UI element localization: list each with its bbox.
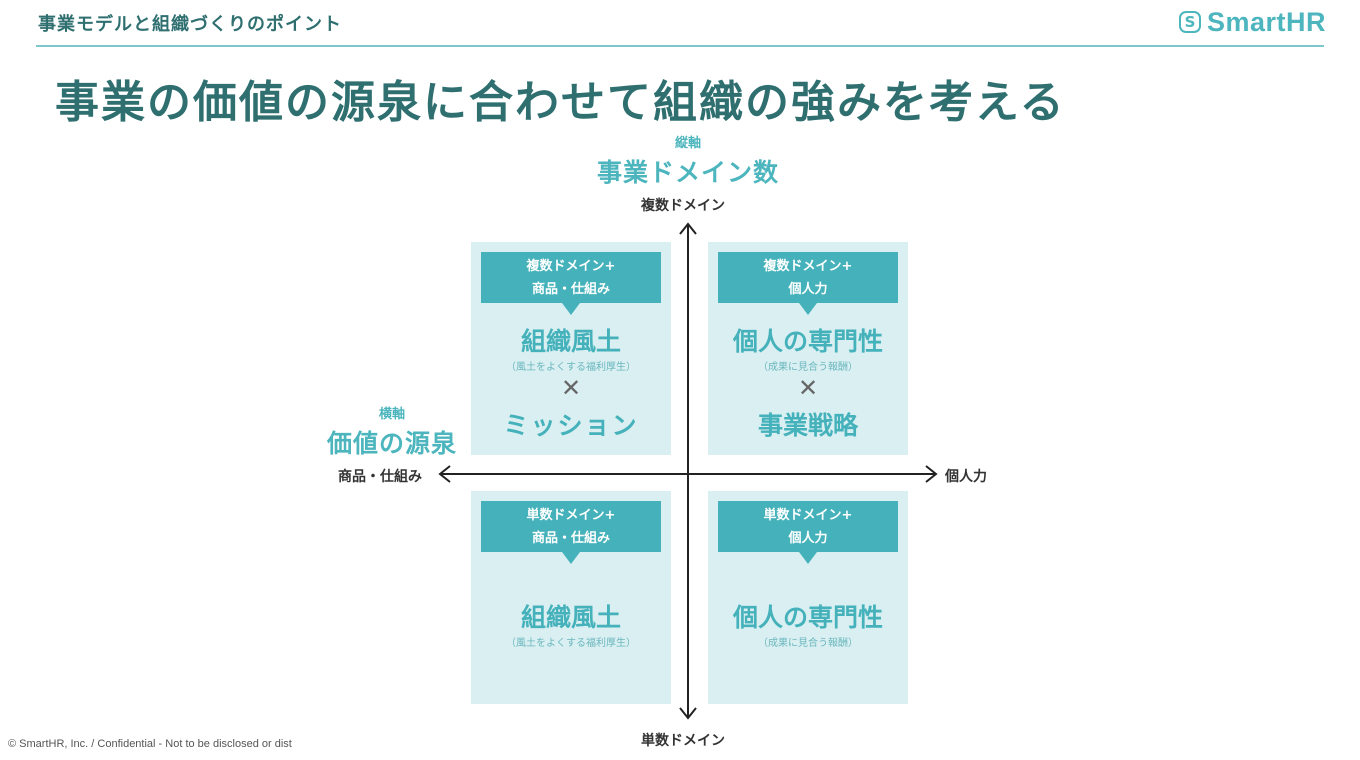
section-title: 事業モデルと組織づくりのポイント — [38, 14, 342, 35]
quadrant-second-text: 事業戦略 — [757, 411, 858, 440]
horizontal-axis-caption-small: 横軸 — [378, 407, 405, 422]
header-divider — [36, 45, 1324, 47]
down-arrow-icon — [562, 552, 580, 564]
down-arrow-icon — [799, 552, 817, 564]
quadrant-sub-text: （成果に見合う報酬） — [758, 638, 858, 649]
axis-bottom-label: 単数ドメイン — [641, 733, 725, 749]
axis-right-label: 個人力 — [945, 469, 987, 485]
quadrant-sub-text: （成果に見合う報酬） — [758, 362, 858, 373]
quadrant-bottom-right: 単数ドメイン+ 個人力 個人の専門性 （成果に見合う報酬） — [708, 491, 908, 704]
vertical-axis-bottom-arrowhead-icon — [679, 707, 697, 720]
horizontal-axis-caption-main: 価値の源泉 — [326, 429, 457, 458]
quadrant-sub-text: （風土をよくする福利厚生） — [506, 638, 636, 649]
vertical-axis-caption: 縦軸 事業ドメイン数 — [588, 132, 788, 189]
axis-left-label: 商品・仕組み — [338, 469, 422, 485]
logo-mark-icon: S — [1178, 11, 1201, 33]
quadrant-header: 複数ドメイン+ 商品・仕組み — [481, 252, 661, 303]
quadrant-header-line1: 単数ドメイン+ — [526, 507, 616, 523]
times-icon: ✕ — [560, 374, 582, 402]
quadrant-header-line2: 個人力 — [788, 530, 828, 546]
logo-text: SmartHR — [1206, 6, 1326, 37]
quadrant-header-line2: 商品・仕組み — [531, 530, 610, 546]
slide-title: 事業の価値の源泉に合わせて組織の強みを考える — [55, 77, 1066, 128]
horizontal-axis-left-arrowhead-icon — [438, 465, 451, 483]
quadrant-header-line2: 個人力 — [788, 281, 828, 297]
quadrant-second-text: ミッション — [503, 411, 639, 440]
down-arrow-icon — [562, 303, 580, 315]
quadrant-header-line1: 複数ドメイン+ — [763, 258, 853, 274]
quadrant-header-line2: 商品・仕組み — [531, 281, 610, 297]
quadrant-header: 単数ドメイン+ 個人力 — [718, 501, 898, 552]
quadrant-main-text: 個人の専門性 — [732, 603, 883, 632]
vertical-axis-caption-small: 縦軸 — [674, 136, 701, 151]
quadrant-main-text: 組織風土 — [520, 327, 621, 356]
quadrant-header-line1: 単数ドメイン+ — [763, 507, 853, 523]
horizontal-axis-caption: 横軸 価値の源泉 — [312, 403, 472, 460]
vertical-axis-top-arrowhead-icon — [679, 222, 697, 235]
axis-top-label: 複数ドメイン — [641, 198, 725, 214]
vertical-axis-caption-main: 事業ドメイン数 — [596, 158, 779, 187]
quadrant-main-text: 組織風土 — [520, 603, 621, 632]
quadrant-sub-text: （風土をよくする福利厚生） — [506, 362, 636, 373]
quadrant-main-text: 個人の専門性 — [732, 327, 883, 356]
quadrant-header-line1: 複数ドメイン+ — [526, 258, 616, 274]
down-arrow-icon — [799, 303, 817, 315]
quadrant-top-left: 複数ドメイン+ 商品・仕組み 組織風土 （風土をよくする福利厚生） ✕ ミッショ… — [471, 242, 671, 455]
quadrant-top-right: 複数ドメイン+ 個人力 個人の専門性 （成果に見合う報酬） ✕ 事業戦略 — [708, 242, 908, 455]
footer-copyright: © SmartHR, Inc. / Confidential - Not to … — [8, 738, 292, 750]
horizontal-axis-right-arrowhead-icon — [925, 465, 938, 483]
quadrant-header: 複数ドメイン+ 個人力 — [718, 252, 898, 303]
times-icon: ✕ — [797, 374, 819, 402]
smarthr-logo: S SmartHR — [1178, 6, 1326, 38]
quadrant-header: 単数ドメイン+ 商品・仕組み — [481, 501, 661, 552]
quadrant-bottom-left: 単数ドメイン+ 商品・仕組み 組織風土 （風土をよくする福利厚生） — [471, 491, 671, 704]
